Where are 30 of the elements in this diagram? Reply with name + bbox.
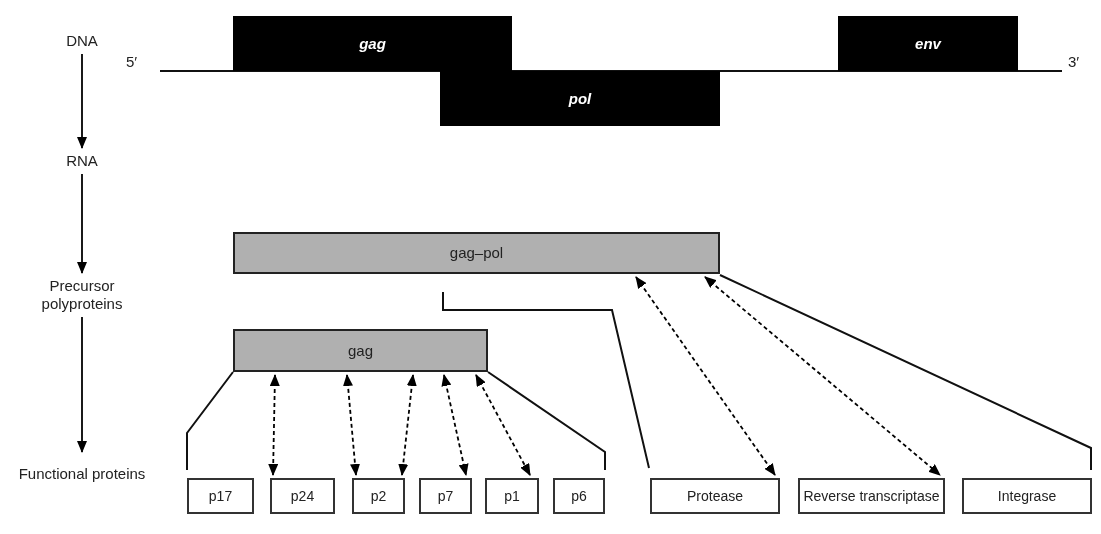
protein-box: Reverse transcriptase xyxy=(798,478,945,514)
arrow xyxy=(77,53,87,149)
protein-box: p6 xyxy=(553,478,605,514)
stage-label: Precursor polyproteins xyxy=(14,276,150,314)
dashed-arrow xyxy=(268,374,280,476)
stage-label: DNA xyxy=(46,31,118,51)
protein-box: p24 xyxy=(270,478,335,514)
arrow xyxy=(77,316,87,453)
protein-box: Integrase xyxy=(962,478,1092,514)
dashed-arrow xyxy=(398,374,417,476)
protein-box: p2 xyxy=(352,478,405,514)
gene-bar: gag xyxy=(233,16,512,71)
protein-box: p1 xyxy=(485,478,539,514)
gene-bar: env xyxy=(838,16,1018,71)
dashed-arrow xyxy=(635,276,776,476)
polyprotein-bar: gag–pol xyxy=(233,232,720,274)
strand-end-label: 5′ xyxy=(126,53,138,70)
dashed-arrow xyxy=(475,374,531,476)
protein-box: p17 xyxy=(187,478,254,514)
gene-bar: pol xyxy=(440,71,720,126)
dashed-arrow xyxy=(441,374,469,476)
arrow xyxy=(77,173,87,274)
polyprotein-bar: gag xyxy=(233,329,488,372)
protein-box: Protease xyxy=(650,478,780,514)
dashed-arrow xyxy=(704,276,941,476)
strand-end-label: 3′ xyxy=(1068,53,1080,70)
protein-box: p7 xyxy=(419,478,472,514)
stage-label: RNA xyxy=(46,151,118,171)
dashed-arrow xyxy=(343,374,360,476)
stage-label: Functional proteins xyxy=(14,455,150,493)
